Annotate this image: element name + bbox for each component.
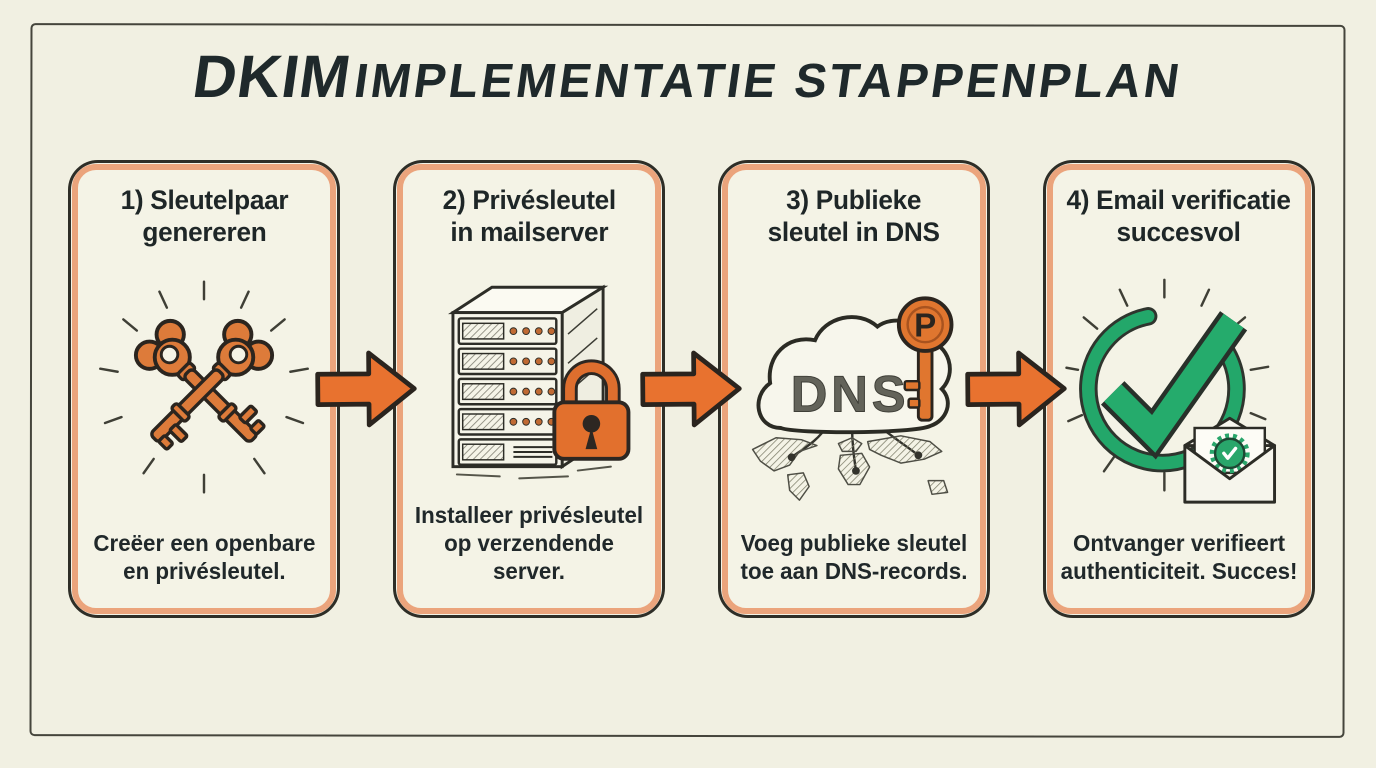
- mail-server-padlock-icon: [448, 284, 631, 480]
- step-2-caption: Installeer privésleutel op verzendende s…: [414, 501, 644, 584]
- step-2-icon-wrap: [396, 249, 662, 501]
- step-3-caption: Voeg publieke sleutel toe aan DNS-record…: [740, 529, 968, 584]
- step-3-icon-wrap: DNS P: [721, 249, 987, 529]
- arrow-right-icon: [964, 350, 1067, 428]
- dns-label: DNS: [791, 365, 910, 422]
- step-4-icon-wrap: [1046, 249, 1312, 529]
- step-card-4: 4) Email verificatie succesvol: [1043, 160, 1315, 618]
- page-title: DKIM Implementatie Stappenplan: [0, 42, 1376, 111]
- step-4-caption: Ontvanger verifieert authenticiteit. Suc…: [1060, 529, 1298, 584]
- step-card-1: 1) Sleutelpaar genereren: [68, 160, 340, 618]
- step-card-2: 2) Privésleutel in mailserver: [393, 160, 665, 618]
- step-4-heading: 4) Email verificatie succesvol: [1066, 185, 1292, 247]
- page-title-rest: Implementatie Stappenplan: [350, 55, 1186, 108]
- steps-row: 1) Sleutelpaar genereren: [68, 160, 1315, 618]
- arrow-right-icon: [314, 350, 417, 428]
- step-2-heading: 2) Privésleutel in mailserver: [442, 185, 616, 247]
- step-1-heading: 1) Sleutelpaar genereren: [120, 185, 288, 247]
- step-1-caption: Creëer een openbare en privésleutel.: [93, 529, 315, 584]
- crossed-keys-icon: [99, 280, 309, 494]
- step-card-3: 3) Publieke sleutel in DNS: [718, 160, 990, 618]
- step-3-heading: 3) Publieke sleutel in DNS: [767, 185, 941, 247]
- public-key-letter: P: [914, 307, 936, 344]
- checkmark-envelope-icon: [1065, 278, 1277, 504]
- page-title-word1: DKIM: [188, 43, 356, 110]
- dns-cloud-key-icon: DNS P: [751, 296, 954, 501]
- arrow-right-icon: [639, 350, 742, 428]
- step-1-icon-wrap: [71, 249, 337, 529]
